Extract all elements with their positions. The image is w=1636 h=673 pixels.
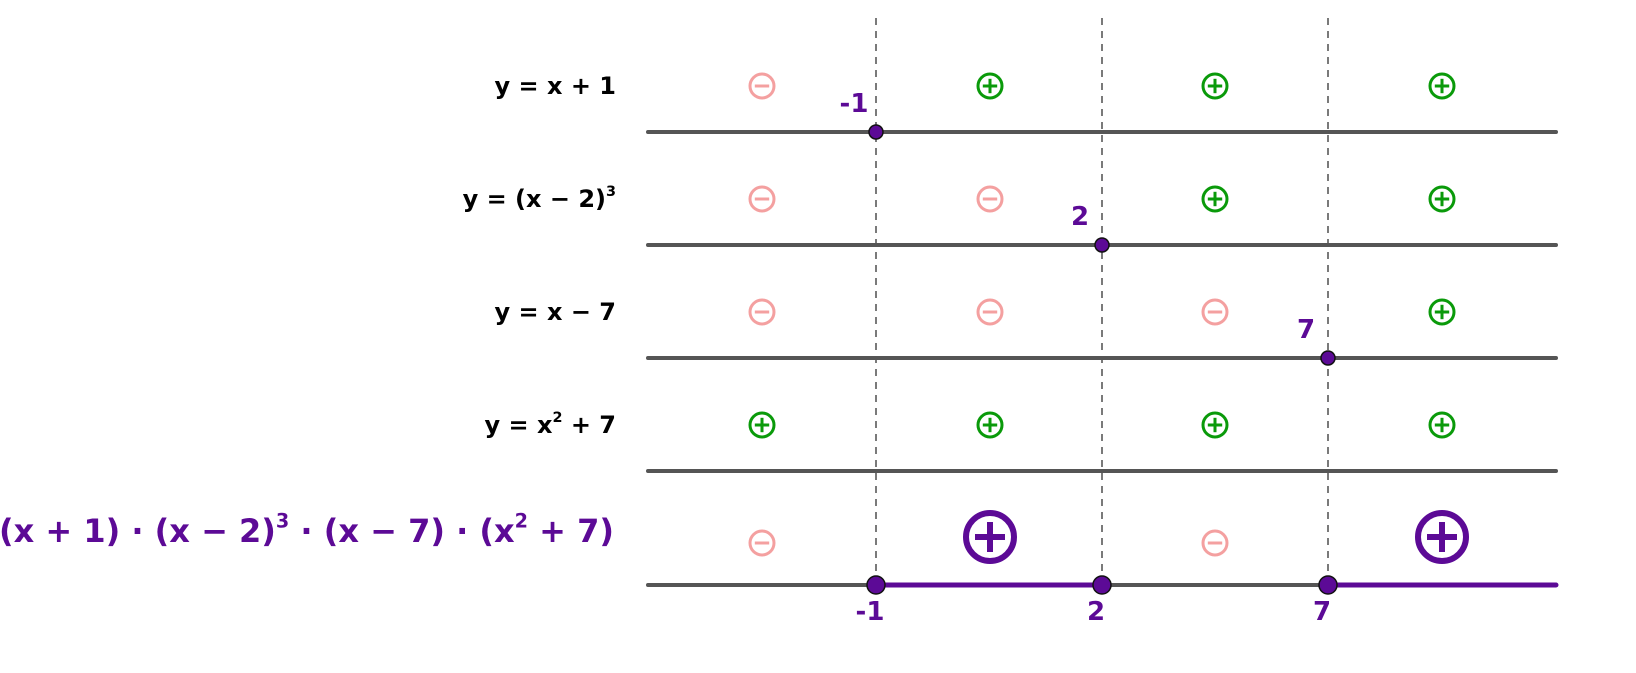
plus-sign-icon bbox=[1428, 72, 1456, 100]
factor-label: y = x − 7 bbox=[495, 298, 616, 326]
factor-label: y = x + 1 bbox=[495, 72, 616, 100]
product-label: y = (x + 1) · (x − 2)3 · (x − 7) · (x2 +… bbox=[0, 510, 614, 550]
plus-sign-icon bbox=[976, 72, 1004, 100]
root-point bbox=[1094, 237, 1110, 253]
minus-sign-icon bbox=[1201, 529, 1229, 557]
product-row: y = (x + 1) · (x − 2)3 · (x − 7) · (x2 +… bbox=[0, 510, 1559, 627]
plus-sign-icon bbox=[1201, 72, 1229, 100]
plus-sign-icon bbox=[1428, 185, 1456, 213]
factor-label: y = x2 + 7 bbox=[485, 410, 617, 439]
root-point bbox=[866, 575, 886, 595]
root-label: -1 bbox=[840, 89, 869, 119]
factor-row-0: y = x + 1 -1 bbox=[495, 72, 1558, 140]
root-point bbox=[1318, 575, 1338, 595]
plus-sign-icon bbox=[976, 411, 1004, 439]
factor-label: y = (x − 2)3 bbox=[463, 184, 616, 213]
minus-sign-icon bbox=[748, 185, 776, 213]
product-row-group: y = (x + 1) · (x − 2)3 · (x − 7) · (x2 +… bbox=[0, 510, 1559, 627]
minus-sign-icon bbox=[748, 298, 776, 326]
minus-sign-icon bbox=[1201, 298, 1229, 326]
root-label: 7 bbox=[1297, 315, 1315, 345]
minus-sign-icon bbox=[748, 529, 776, 557]
plus-sign-icon bbox=[1428, 411, 1456, 439]
factor-row-2: y = x − 7 7 bbox=[495, 298, 1558, 366]
factor-row-3: y = x2 + 7 bbox=[485, 410, 1558, 473]
root-point bbox=[1092, 575, 1112, 595]
plus-sign-icon bbox=[1201, 411, 1229, 439]
root-label: 2 bbox=[1071, 202, 1089, 232]
plus-sign-icon bbox=[963, 510, 1017, 564]
root-label: -1 bbox=[856, 597, 885, 627]
root-point bbox=[1320, 350, 1336, 366]
root-guide-lines bbox=[875, 18, 1329, 585]
plus-sign-icon bbox=[1415, 510, 1469, 564]
plus-sign-icon bbox=[1201, 185, 1229, 213]
minus-sign-icon bbox=[976, 298, 1004, 326]
root-label: 7 bbox=[1313, 597, 1331, 627]
root-label: 2 bbox=[1087, 597, 1105, 627]
minus-sign-icon bbox=[748, 72, 776, 100]
root-point bbox=[868, 124, 884, 140]
plus-sign-icon bbox=[748, 411, 776, 439]
factor-row-1: y = (x − 2)3 2 bbox=[463, 184, 1558, 253]
minus-sign-icon bbox=[976, 185, 1004, 213]
plus-sign-icon bbox=[1428, 298, 1456, 326]
factor-rows: y = x + 1 -1 y = (x − 2)3 2 y = x − 7 7 y = x2… bbox=[463, 72, 1558, 473]
